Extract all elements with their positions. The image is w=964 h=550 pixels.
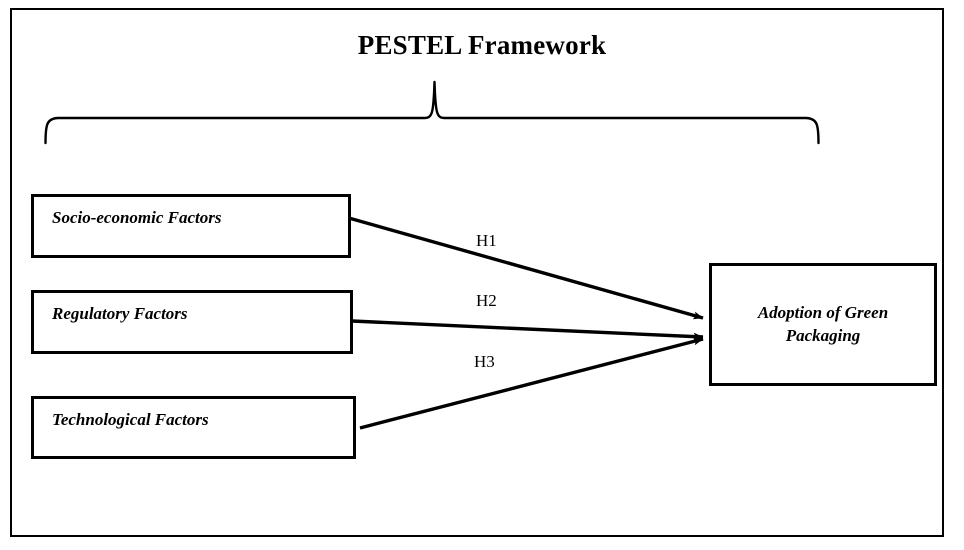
node-adoption-of-green-packaging: Adoption of Green Packaging	[709, 263, 937, 386]
node-regulatory-factors: Regulatory Factors	[31, 290, 353, 354]
pestel-grouping-brace	[44, 80, 820, 145]
node-technological-factors: Technological Factors	[31, 396, 356, 459]
hypothesis-label-h3: H3	[474, 352, 495, 371]
figure-outer-border	[10, 8, 944, 537]
outcome-label-line-1: Adoption of Green	[757, 302, 889, 322]
hypothesis-label-h1: H1	[476, 231, 497, 250]
arrow-h1	[323, 209, 704, 320]
node-technological-factors-label: Technological Factors	[52, 410, 209, 429]
outcome-label-line-2: Packaging	[785, 325, 861, 345]
arrow-h3	[359, 337, 704, 430]
node-socio-economic-factors: Socio-economic Factors	[31, 194, 351, 258]
node-regulatory-factors-label: Regulatory Factors	[52, 304, 188, 323]
hypothesis-label-h2: H2	[476, 291, 497, 310]
figure-title: PESTEL Framework	[357, 30, 607, 60]
node-socio-economic-factors-label: Socio-economic Factors	[52, 208, 222, 227]
arrow-h2	[351, 319, 704, 341]
node-adoption-of-green-packaging-label: Adoption of Green Packaging	[758, 302, 888, 348]
